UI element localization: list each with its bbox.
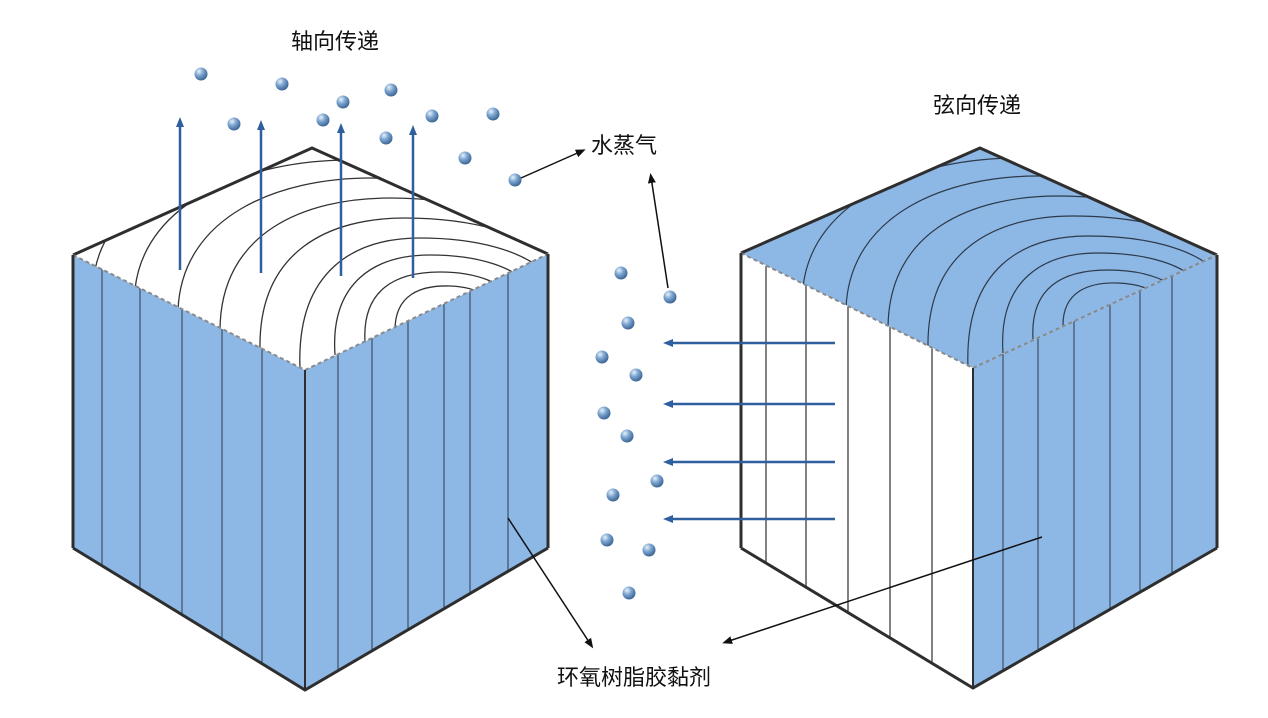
vapor-droplet — [275, 77, 289, 91]
vapor-droplet — [336, 95, 350, 109]
adhesive-pointer-right — [722, 536, 1043, 644]
left-block-top-face — [73, 148, 548, 370]
left-block-left-face — [73, 255, 305, 690]
left-wood-block — [71, 146, 550, 692]
right-block-right-face — [973, 255, 1217, 688]
vapor-droplet — [663, 290, 677, 304]
vapor-pointer-1 — [520, 149, 586, 179]
vapor-droplet — [621, 316, 635, 330]
vapor-droplet — [597, 406, 611, 420]
vapor-droplet — [425, 109, 439, 123]
epoxy-adhesive-label: 环氧树脂胶黏剂 — [557, 666, 712, 691]
adhesive-pointer-left — [507, 517, 594, 649]
vapor-droplet — [227, 117, 241, 131]
vapor-droplet — [379, 131, 393, 145]
vapor-droplet — [194, 67, 208, 81]
vapor-droplet — [622, 586, 636, 600]
water-vapor-droplets — [194, 67, 677, 600]
vapor-droplet — [614, 266, 628, 280]
vapor-droplet — [629, 368, 643, 382]
water-vapor-label: 水蒸气 — [591, 134, 658, 159]
right-block-top-face — [741, 148, 1217, 368]
right-wood-block — [739, 146, 1219, 690]
vapor-pointer-2 — [647, 173, 669, 289]
vapor-droplet — [316, 113, 330, 127]
left-block-right-face — [305, 254, 548, 690]
vapor-droplet — [458, 151, 472, 165]
tangential-transfer-arrows — [663, 339, 835, 523]
tangential-transfer-label: 弦向传递 — [933, 94, 1022, 119]
axial-transfer-label: 轴向传递 — [291, 30, 380, 55]
left-block-outline — [72, 146, 549, 257]
vapor-droplet — [595, 350, 609, 364]
vapor-droplet — [384, 83, 398, 97]
axial-transfer-arrows — [176, 117, 417, 278]
callout-pointers — [507, 149, 1043, 649]
vapor-droplet — [486, 107, 500, 121]
left-block-grain-lines — [101, 268, 509, 671]
vapor-droplet — [620, 429, 634, 443]
vapor-droplet — [508, 173, 522, 187]
vapor-droplet — [606, 488, 620, 502]
vapor-droplet — [650, 474, 664, 488]
right-block-grain-lines — [765, 266, 933, 663]
vapor-droplet — [600, 533, 614, 547]
vapor-droplet — [642, 543, 656, 557]
